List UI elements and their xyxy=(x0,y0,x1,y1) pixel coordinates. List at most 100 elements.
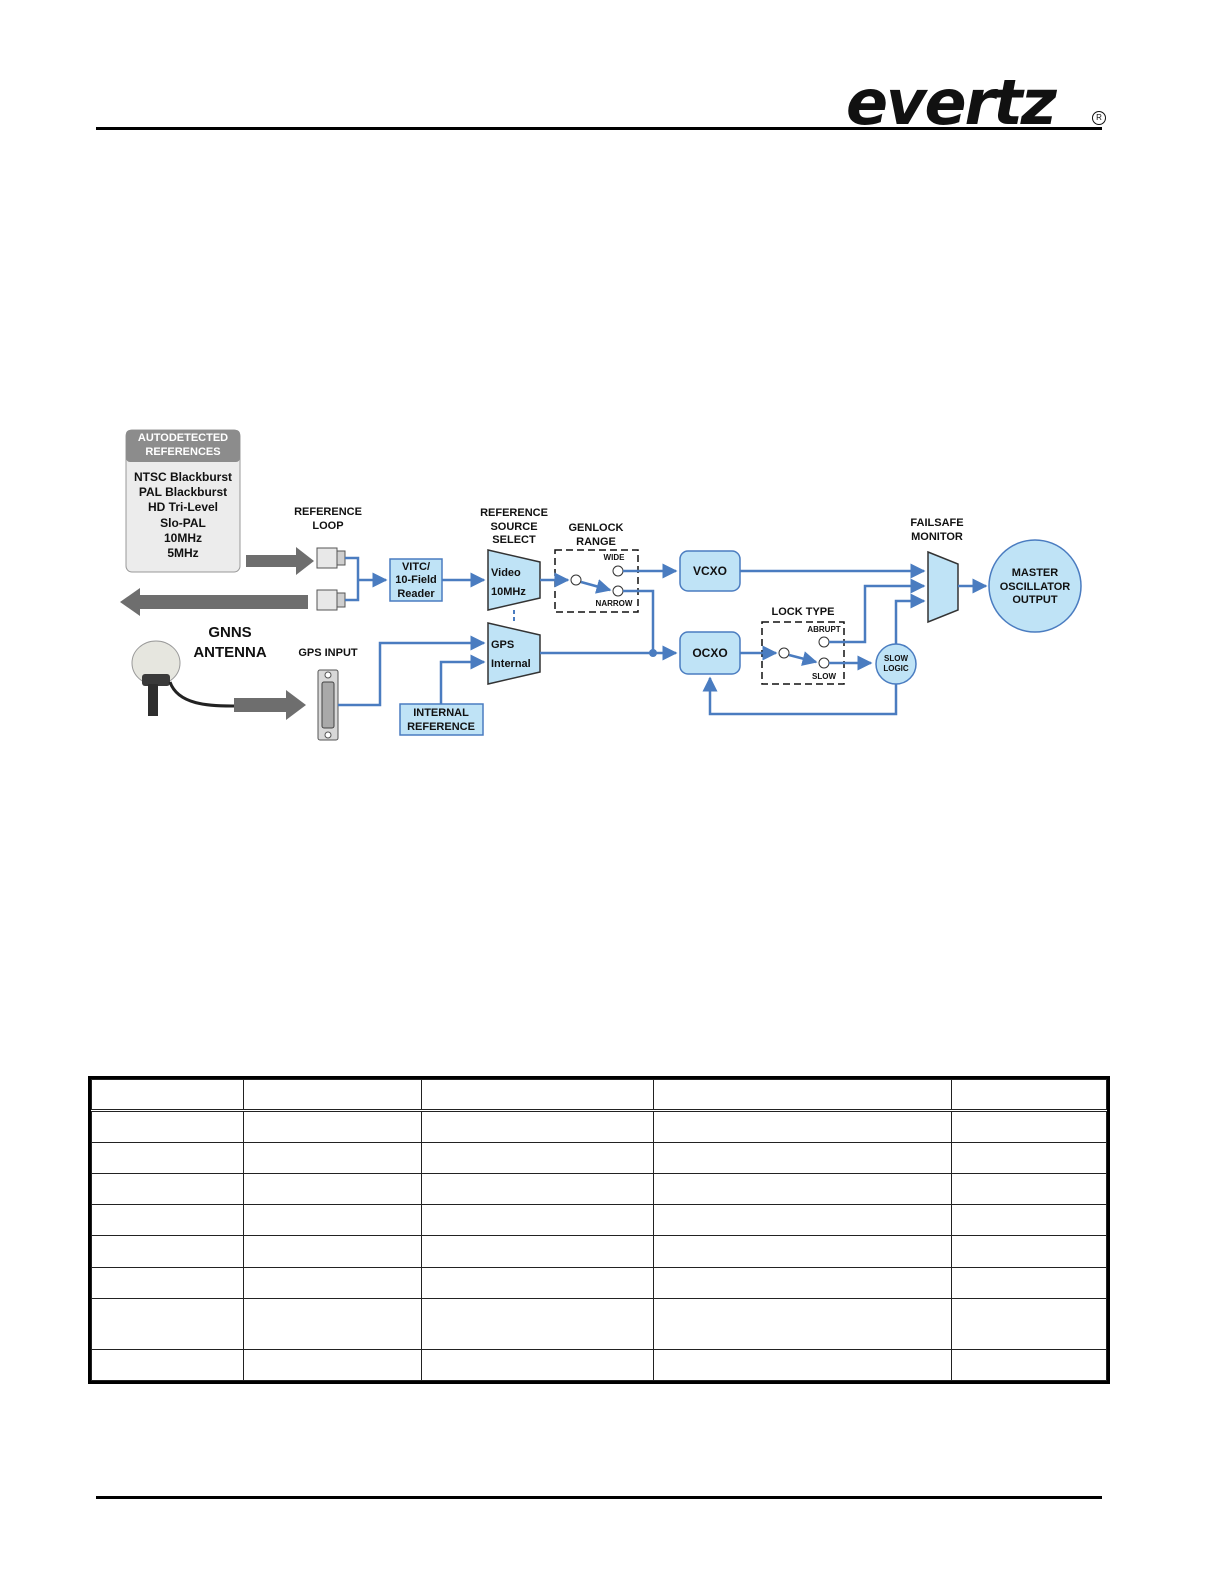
mux-gps-trapezoid xyxy=(487,622,541,685)
reference-in-arrow-icon xyxy=(246,547,314,575)
table-cell xyxy=(951,1204,1107,1237)
lock-pivot-contact xyxy=(778,647,790,659)
table-cell xyxy=(951,1348,1107,1382)
mux-video-trapezoid xyxy=(487,549,541,611)
lock-type-label: LOCK TYPE xyxy=(772,606,835,618)
table-row xyxy=(91,1172,1107,1206)
genlock-narrow-label: NARROW xyxy=(596,599,633,608)
ref-source-select-label-3: SELECT xyxy=(492,534,536,546)
gps-to-mux-line xyxy=(338,635,486,707)
table-cell xyxy=(653,1348,952,1382)
mux-gps-label: GPS xyxy=(491,639,514,651)
db9-connector-icon xyxy=(317,669,339,741)
feedback-loop-line xyxy=(702,676,898,716)
table-cell xyxy=(243,1297,422,1350)
table-cell xyxy=(653,1297,952,1350)
table-cell xyxy=(91,1297,244,1350)
logo-text: evertz xyxy=(846,66,1057,139)
master-output-label-1: MASTER xyxy=(1012,567,1059,579)
footer-rule xyxy=(96,1496,1102,1499)
internal-ref-to-mux-line xyxy=(439,654,486,704)
mux-video-label: Video xyxy=(491,567,521,579)
table-row xyxy=(91,1235,1107,1268)
table-cell xyxy=(421,1110,654,1143)
evertz-logo: evertz xyxy=(846,72,1106,134)
autodetected-references-panel: AUTODETECTED REFERENCES NTSC Blackburst … xyxy=(125,429,241,573)
table-cell xyxy=(653,1266,952,1299)
lock-slow-label: SLOW xyxy=(812,672,836,681)
table-cell xyxy=(653,1141,952,1174)
table-cell xyxy=(653,1110,952,1143)
table-cell xyxy=(243,1204,422,1237)
table-cell xyxy=(91,1235,244,1268)
genlock-wide-label: WIDE xyxy=(604,553,626,562)
master-output-label-2: OSCILLATOR xyxy=(1000,581,1071,593)
gnns-label-1: GNNS xyxy=(208,624,251,641)
table-row xyxy=(91,1266,1107,1299)
table-cell xyxy=(951,1078,1107,1113)
failsafe-label-1: FAILSAFE xyxy=(910,517,963,529)
table-cell xyxy=(951,1141,1107,1174)
table-cell xyxy=(243,1266,422,1299)
lock-abrupt-contact xyxy=(818,636,830,648)
table-cell xyxy=(91,1266,244,1299)
master-output-label-3: OUTPUT xyxy=(1012,594,1058,606)
table-cell xyxy=(421,1172,654,1206)
table-cell xyxy=(421,1078,654,1113)
reference-block-diagram: AUTODETECTED REFERENCES NTSC Blackburst … xyxy=(100,420,1100,760)
bnc-connector-icon xyxy=(316,589,346,611)
vitc-label-2: 10-Field xyxy=(395,574,437,586)
reference-out-arrow-icon xyxy=(120,588,308,616)
genlock-wide-contact xyxy=(612,565,624,577)
ocxo-label: OCXO xyxy=(692,646,727,660)
table-cell xyxy=(421,1141,654,1174)
autodetected-title-2: REFERENCES xyxy=(145,446,220,458)
vitc-label-3: Reader xyxy=(397,588,435,600)
table-cell xyxy=(91,1078,244,1113)
table-cell xyxy=(243,1110,422,1143)
table-row xyxy=(91,1348,1107,1382)
narrow-to-ocxo-line xyxy=(623,589,655,653)
spec-table xyxy=(88,1076,1110,1384)
genlock-narrow-contact xyxy=(612,585,624,597)
junction-dot xyxy=(649,649,657,657)
table-cell xyxy=(951,1297,1107,1350)
table-cell xyxy=(421,1348,654,1382)
table-cell xyxy=(421,1297,654,1350)
gps-in-arrow-icon xyxy=(234,690,306,720)
internal-reference-label-1: INTERNAL xyxy=(413,707,469,719)
internal-reference-box xyxy=(399,703,484,736)
ref-item-ntsc: NTSC Blackburst xyxy=(134,470,232,484)
table-cell xyxy=(653,1204,952,1237)
table-cell xyxy=(951,1235,1107,1268)
vcxo-label: VCXO xyxy=(693,564,727,578)
table-row xyxy=(91,1141,1107,1174)
table-cell xyxy=(653,1235,952,1268)
table-cell xyxy=(91,1348,244,1382)
gps-input-label: GPS INPUT xyxy=(298,647,358,659)
autodetected-title-1: AUTODETECTED xyxy=(138,432,228,444)
mux-10mhz-label: 10MHz xyxy=(491,586,526,598)
ref-item-10mhz: 10MHz xyxy=(164,531,202,545)
gnns-label-2: ANTENNA xyxy=(193,644,266,661)
lock-abrupt-label: ABRUPT xyxy=(807,625,840,634)
table-cell xyxy=(951,1172,1107,1206)
lock-switch-lever xyxy=(788,651,818,666)
genlock-pivot-contact xyxy=(570,574,582,586)
slow-logic-to-failsafe-line xyxy=(894,593,926,644)
slow-logic-label-2: LOGIC xyxy=(883,664,909,673)
table-cell xyxy=(243,1078,422,1113)
ref-item-5mhz: 5MHz xyxy=(167,546,198,560)
table-cell xyxy=(243,1172,422,1206)
internal-reference-label-2: REFERENCE xyxy=(407,721,475,733)
bnc-connector-icon xyxy=(316,547,346,569)
table-cell xyxy=(91,1172,244,1206)
gps-antenna-icon xyxy=(131,640,300,716)
table-row xyxy=(91,1110,1107,1143)
table-row xyxy=(91,1297,1107,1350)
genlock-range-label-1: GENLOCK xyxy=(569,522,624,534)
ref-source-select-label-2: SOURCE xyxy=(490,521,537,533)
registered-mark-icon: R xyxy=(1092,111,1106,125)
ref-item-hd: HD Tri-Level xyxy=(148,500,218,514)
table-cell xyxy=(653,1172,952,1206)
